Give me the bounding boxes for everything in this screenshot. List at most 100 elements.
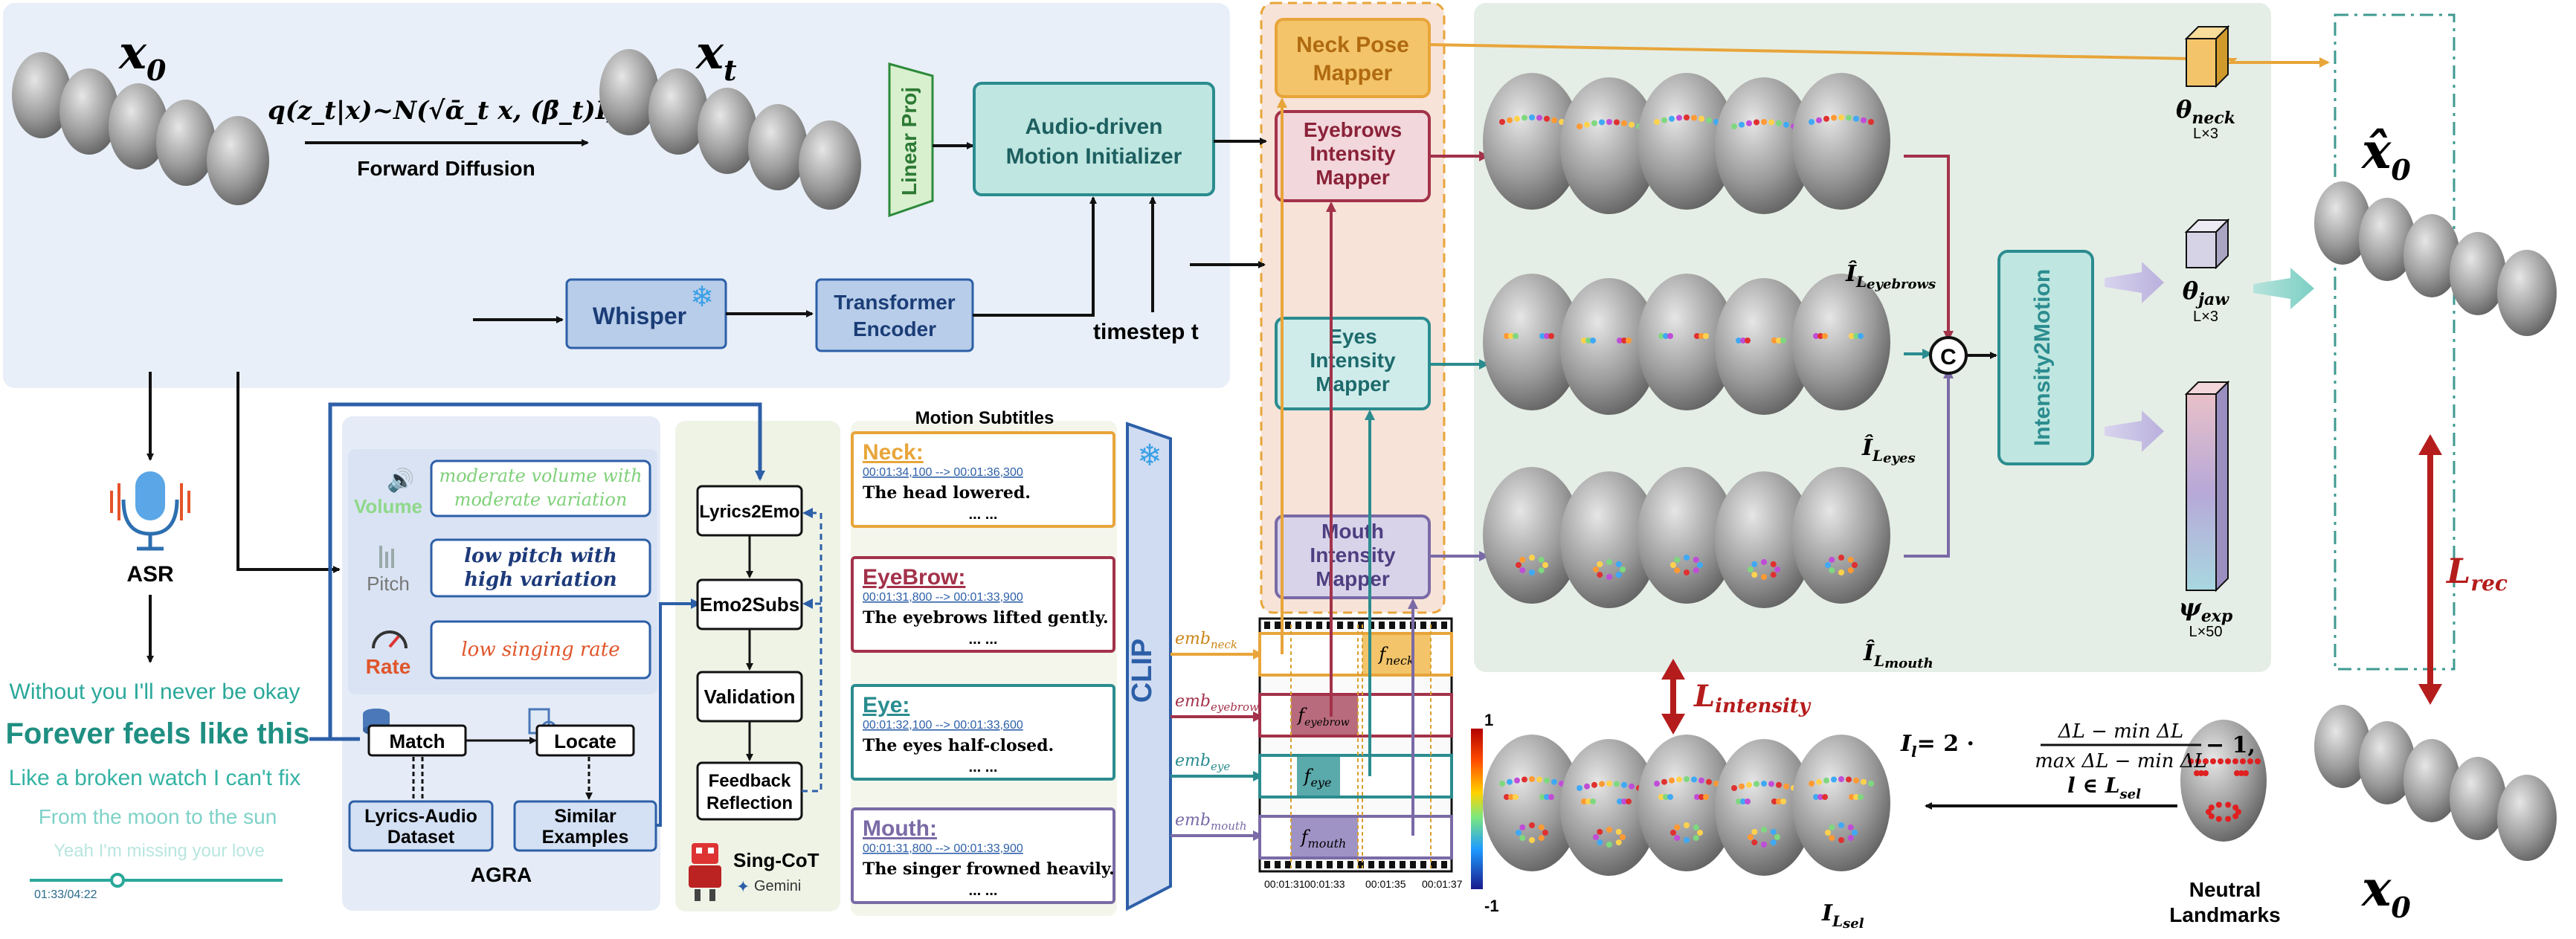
landmark-dot: [2240, 758, 2246, 764]
landmark-dot: [1676, 776, 1682, 783]
landmark-dot: [1816, 778, 1822, 785]
landmark-dot: [1847, 556, 1854, 563]
agra-title: AGRA: [471, 863, 532, 886]
landmark-dot: [1669, 115, 1675, 122]
volume-text-1: moderate volume with: [439, 465, 642, 486]
landmark-dot: [1829, 567, 1835, 574]
landmark-dot: [1816, 117, 1822, 123]
landmark-dot: [1736, 338, 1742, 343]
landmark-dot: [1591, 120, 1597, 126]
eyes-mapper-line1: Eyes: [1328, 325, 1376, 348]
eyebrows-mapper-line3: Mapper: [1316, 166, 1390, 189]
landmark-dot: [1654, 781, 1660, 787]
film-hole: [1275, 861, 1281, 868]
landmark-dot: [1761, 559, 1767, 565]
arrow-wave-to-agra: [236, 372, 341, 573]
landmark-dot: [1776, 338, 1782, 343]
pitch-label: Pitch: [367, 572, 410, 595]
intensity2motion-box: [1997, 250, 2094, 465]
landmark-dot: [1838, 569, 1844, 575]
landmark-dot: [1584, 783, 1590, 790]
motion-initializer-line1: Audio-driven: [1025, 114, 1163, 139]
landmark-dot: [1536, 776, 1542, 783]
landmark-dot: [1590, 798, 1596, 804]
landmark-dot: [1754, 781, 1759, 787]
landmark-dot: [1621, 798, 1627, 804]
landmark-dot: [1694, 794, 1700, 800]
landmark-dot: [2225, 758, 2231, 764]
landmark-dot: [1629, 121, 1635, 128]
singcot-title: Sing-CoT: [733, 849, 820, 871]
landmark-dot: [1751, 561, 1758, 567]
landmark-dot: [1663, 333, 1669, 339]
pitch-text-2: high variation: [464, 569, 616, 591]
landmark-dot: [1697, 562, 1703, 568]
emb-eye-label: embeye: [1175, 752, 1230, 773]
landmark-dot: [1548, 333, 1554, 339]
landmark-dot: [1597, 572, 1603, 578]
landmark-dot: [1674, 556, 1681, 563]
landmark-dot: [1698, 794, 1704, 800]
face-mesh: [1638, 735, 1736, 871]
neck-mapper-line2: Mapper: [1313, 61, 1393, 85]
landmark-dot: [1542, 562, 1548, 568]
landmark-dot: [2238, 770, 2244, 776]
mapper-feed-lines: [1234, 97, 1418, 836]
film-perforations: [1264, 622, 1447, 868]
lyric-line-4: From the moon to the sun: [39, 805, 277, 828]
intensity-formula: Il= 2 · ΔL − min ΔL max ΔL − min ΔL − 1,…: [1900, 720, 2255, 802]
landmark-dot: [1542, 830, 1548, 836]
landmark-dot: [1522, 776, 1527, 783]
snowflake-icon: ❄: [690, 282, 714, 313]
landmark-dot: [1508, 333, 1514, 339]
theta-jaw-cube: [2184, 218, 2230, 270]
psi-exp-bar: [2184, 380, 2230, 593]
landmark-dot: [1847, 567, 1854, 574]
landmark-dot: [1544, 333, 1550, 339]
landmark-dot: [2203, 770, 2209, 776]
landmark-dot: [1684, 114, 1690, 120]
landmark-dot: [1852, 830, 1858, 836]
timestep-label: timestep t: [1093, 320, 1199, 344]
film-hole: [1400, 622, 1405, 629]
neutral-line2: Landmarks: [2169, 903, 2280, 926]
film-hole: [1400, 861, 1405, 868]
landmark-dot: [1585, 798, 1591, 804]
landmark-dot: [1551, 778, 1557, 785]
subtitle-eye-time: 00:01:32,100 --> 00:01:33,600: [863, 719, 1023, 732]
subtitle-eyebrow-text: The eyebrows lifted gently.: [863, 608, 1109, 627]
formula-denominator: max ΔL − min ΔL: [2035, 750, 2206, 772]
volume-icon: 🔊: [387, 466, 414, 494]
landmark-dot: [1676, 114, 1682, 121]
landmark-dot: [1684, 776, 1690, 782]
landmark-dot: [1606, 119, 1612, 125]
landmark-dot: [1852, 562, 1858, 568]
landmark-dot: [1823, 777, 1829, 784]
lyric-line-1: Without you I'll never be okay: [10, 680, 300, 704]
landmark-dot: [1504, 794, 1510, 800]
player-progress-thumb[interactable]: [110, 873, 125, 888]
landmark-dot: [1861, 117, 1867, 123]
landmark-dot: [1551, 117, 1557, 123]
landmark-dot: [1768, 119, 1774, 126]
landmark-dot: [1663, 794, 1669, 800]
landmark-dot: [1813, 794, 1819, 800]
landmark-dot: [1846, 114, 1852, 121]
clip-label: CLIP: [1127, 639, 1158, 703]
colorbar-top-label: 1: [1484, 711, 1493, 729]
film-hole: [1316, 861, 1322, 868]
landmark-dot: [1813, 333, 1819, 339]
landmark-dot: [1838, 837, 1844, 843]
landmark-dot: [1614, 119, 1620, 126]
subtitle-eyebrow-card: [851, 556, 1115, 653]
landmark-dot: [1626, 338, 1632, 343]
landmark-dot: [1768, 781, 1774, 787]
landmark-dot: [1831, 776, 1837, 783]
subtitle-mouth-card: [851, 807, 1115, 904]
lyrics2emo-label: Lyrics2Emo: [699, 502, 799, 522]
landmark-dot: [1697, 830, 1703, 836]
landmark-dot: [1761, 827, 1767, 833]
neutral-line1: Neutral: [2189, 878, 2261, 901]
landmark-dot: [2218, 758, 2224, 764]
transformer-encoder-line2: Encoder: [853, 317, 936, 341]
